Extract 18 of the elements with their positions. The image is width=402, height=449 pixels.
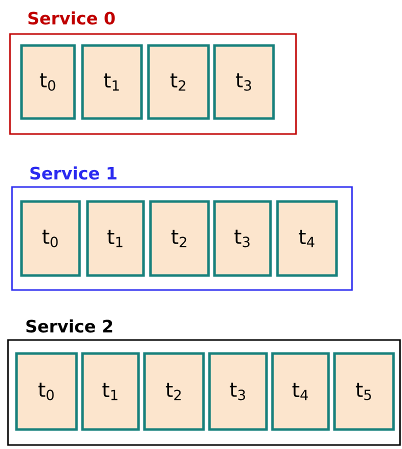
token-box: t$_{0}$: [15, 352, 78, 431]
token-box: t$_{5}$: [333, 352, 395, 431]
token-box: t$_{0}$: [20, 200, 81, 277]
token-box: t$_{3}$: [213, 200, 272, 277]
token-box: t$_{0}$: [20, 44, 76, 120]
token-box: t$_{1}$: [86, 200, 145, 277]
token-box: t$_{1}$: [81, 352, 140, 431]
token-box: t$_{3}$: [208, 352, 268, 431]
token-box: t$_{4}$: [271, 352, 330, 431]
service-heading: Service 0: [28, 11, 115, 25]
service-heading: Service 1: [30, 166, 116, 180]
service-heading: Service 2: [26, 319, 112, 333]
token-box: t$_{2}$: [147, 44, 210, 120]
token-box: t$_{3}$: [213, 44, 275, 120]
token-box: t$_{2}$: [143, 352, 205, 431]
token-box: t$_{1}$: [81, 44, 143, 120]
token-box: t$_{2}$: [149, 200, 210, 277]
token-box: t$_{4}$: [276, 200, 338, 277]
